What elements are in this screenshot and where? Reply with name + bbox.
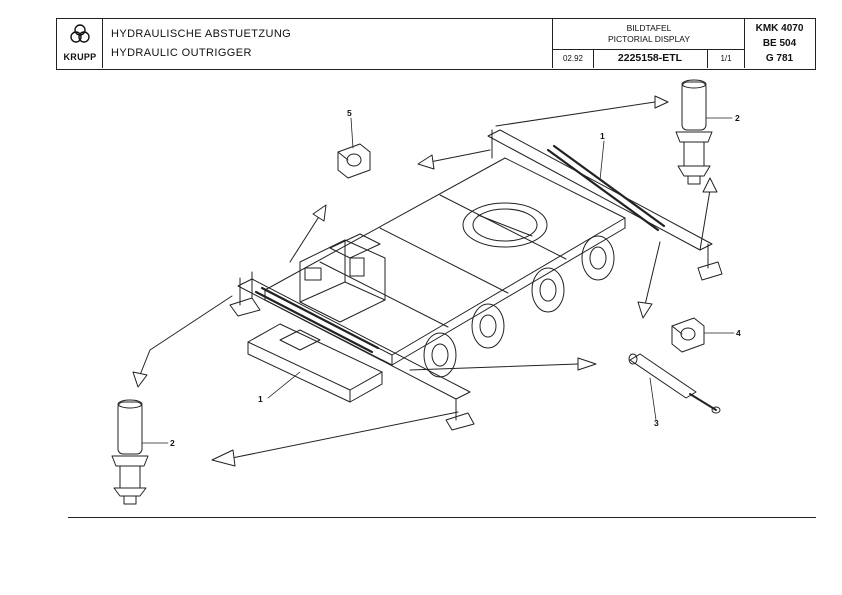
callout-3: 3 — [654, 418, 659, 428]
callout-2-right: 2 — [735, 113, 740, 123]
clamp-block-4 — [671, 317, 705, 353]
crane-chassis — [264, 157, 626, 366]
bottom-rule — [68, 517, 816, 519]
code-cell: KMK 4070 BE 504 G 781 — [745, 19, 814, 68]
title-cell: HYDRAULISCHE ABSTUETZUNG HYDRAULIC OUTRI… — [103, 19, 553, 68]
brand-name: KRUPP — [63, 52, 97, 62]
driver-cab — [299, 233, 386, 323]
title-german: HYDRAULISCHE ABSTUETZUNG — [111, 28, 292, 40]
part-number: 2225158-ETL — [593, 49, 708, 68]
logo-cell: KRUPP — [57, 19, 103, 68]
title-english: HYDRAULIC OUTRIGGER — [111, 47, 252, 59]
display-label-english: PICTORIAL DISPLAY — [607, 34, 691, 44]
callout-5: 5 — [347, 108, 352, 118]
model-code: KMK 4070 — [755, 23, 804, 34]
callout-1-upper: 1 — [600, 131, 605, 141]
hydraulic-cylinder-left — [111, 399, 149, 505]
front-tool-box — [247, 323, 383, 403]
be-code: BE 504 — [762, 38, 797, 49]
display-label: BILDTAFEL PICTORIAL DISPLAY — [553, 19, 745, 50]
callout-1-lower: 1 — [258, 394, 263, 404]
leader-lines — [141, 117, 735, 444]
display-cell: BILDTAFEL PICTORIAL DISPLAY 02.92 222515… — [553, 19, 745, 68]
sheet-number: 1/1 — [720, 54, 732, 63]
callout-4: 4 — [736, 328, 741, 338]
krupp-rings-logo — [70, 24, 90, 43]
title-block: KRUPP HYDRAULISCHE ABSTUETZUNG HYDRAULIC… — [56, 18, 816, 70]
clamp-block-5 — [337, 143, 371, 179]
explode-arrows — [132, 95, 718, 467]
display-label-german: BILDTAFEL — [626, 23, 672, 33]
hydraulic-cylinder-right — [675, 79, 713, 185]
rear-outrigger-beam — [487, 129, 723, 281]
small-cylinder — [628, 353, 721, 414]
front-outrigger-beam — [229, 271, 475, 431]
group-code: G 781 — [765, 53, 794, 64]
issue-date: 02.92 — [553, 49, 594, 68]
wheels — [423, 235, 615, 378]
callout-2-left: 2 — [170, 438, 175, 448]
